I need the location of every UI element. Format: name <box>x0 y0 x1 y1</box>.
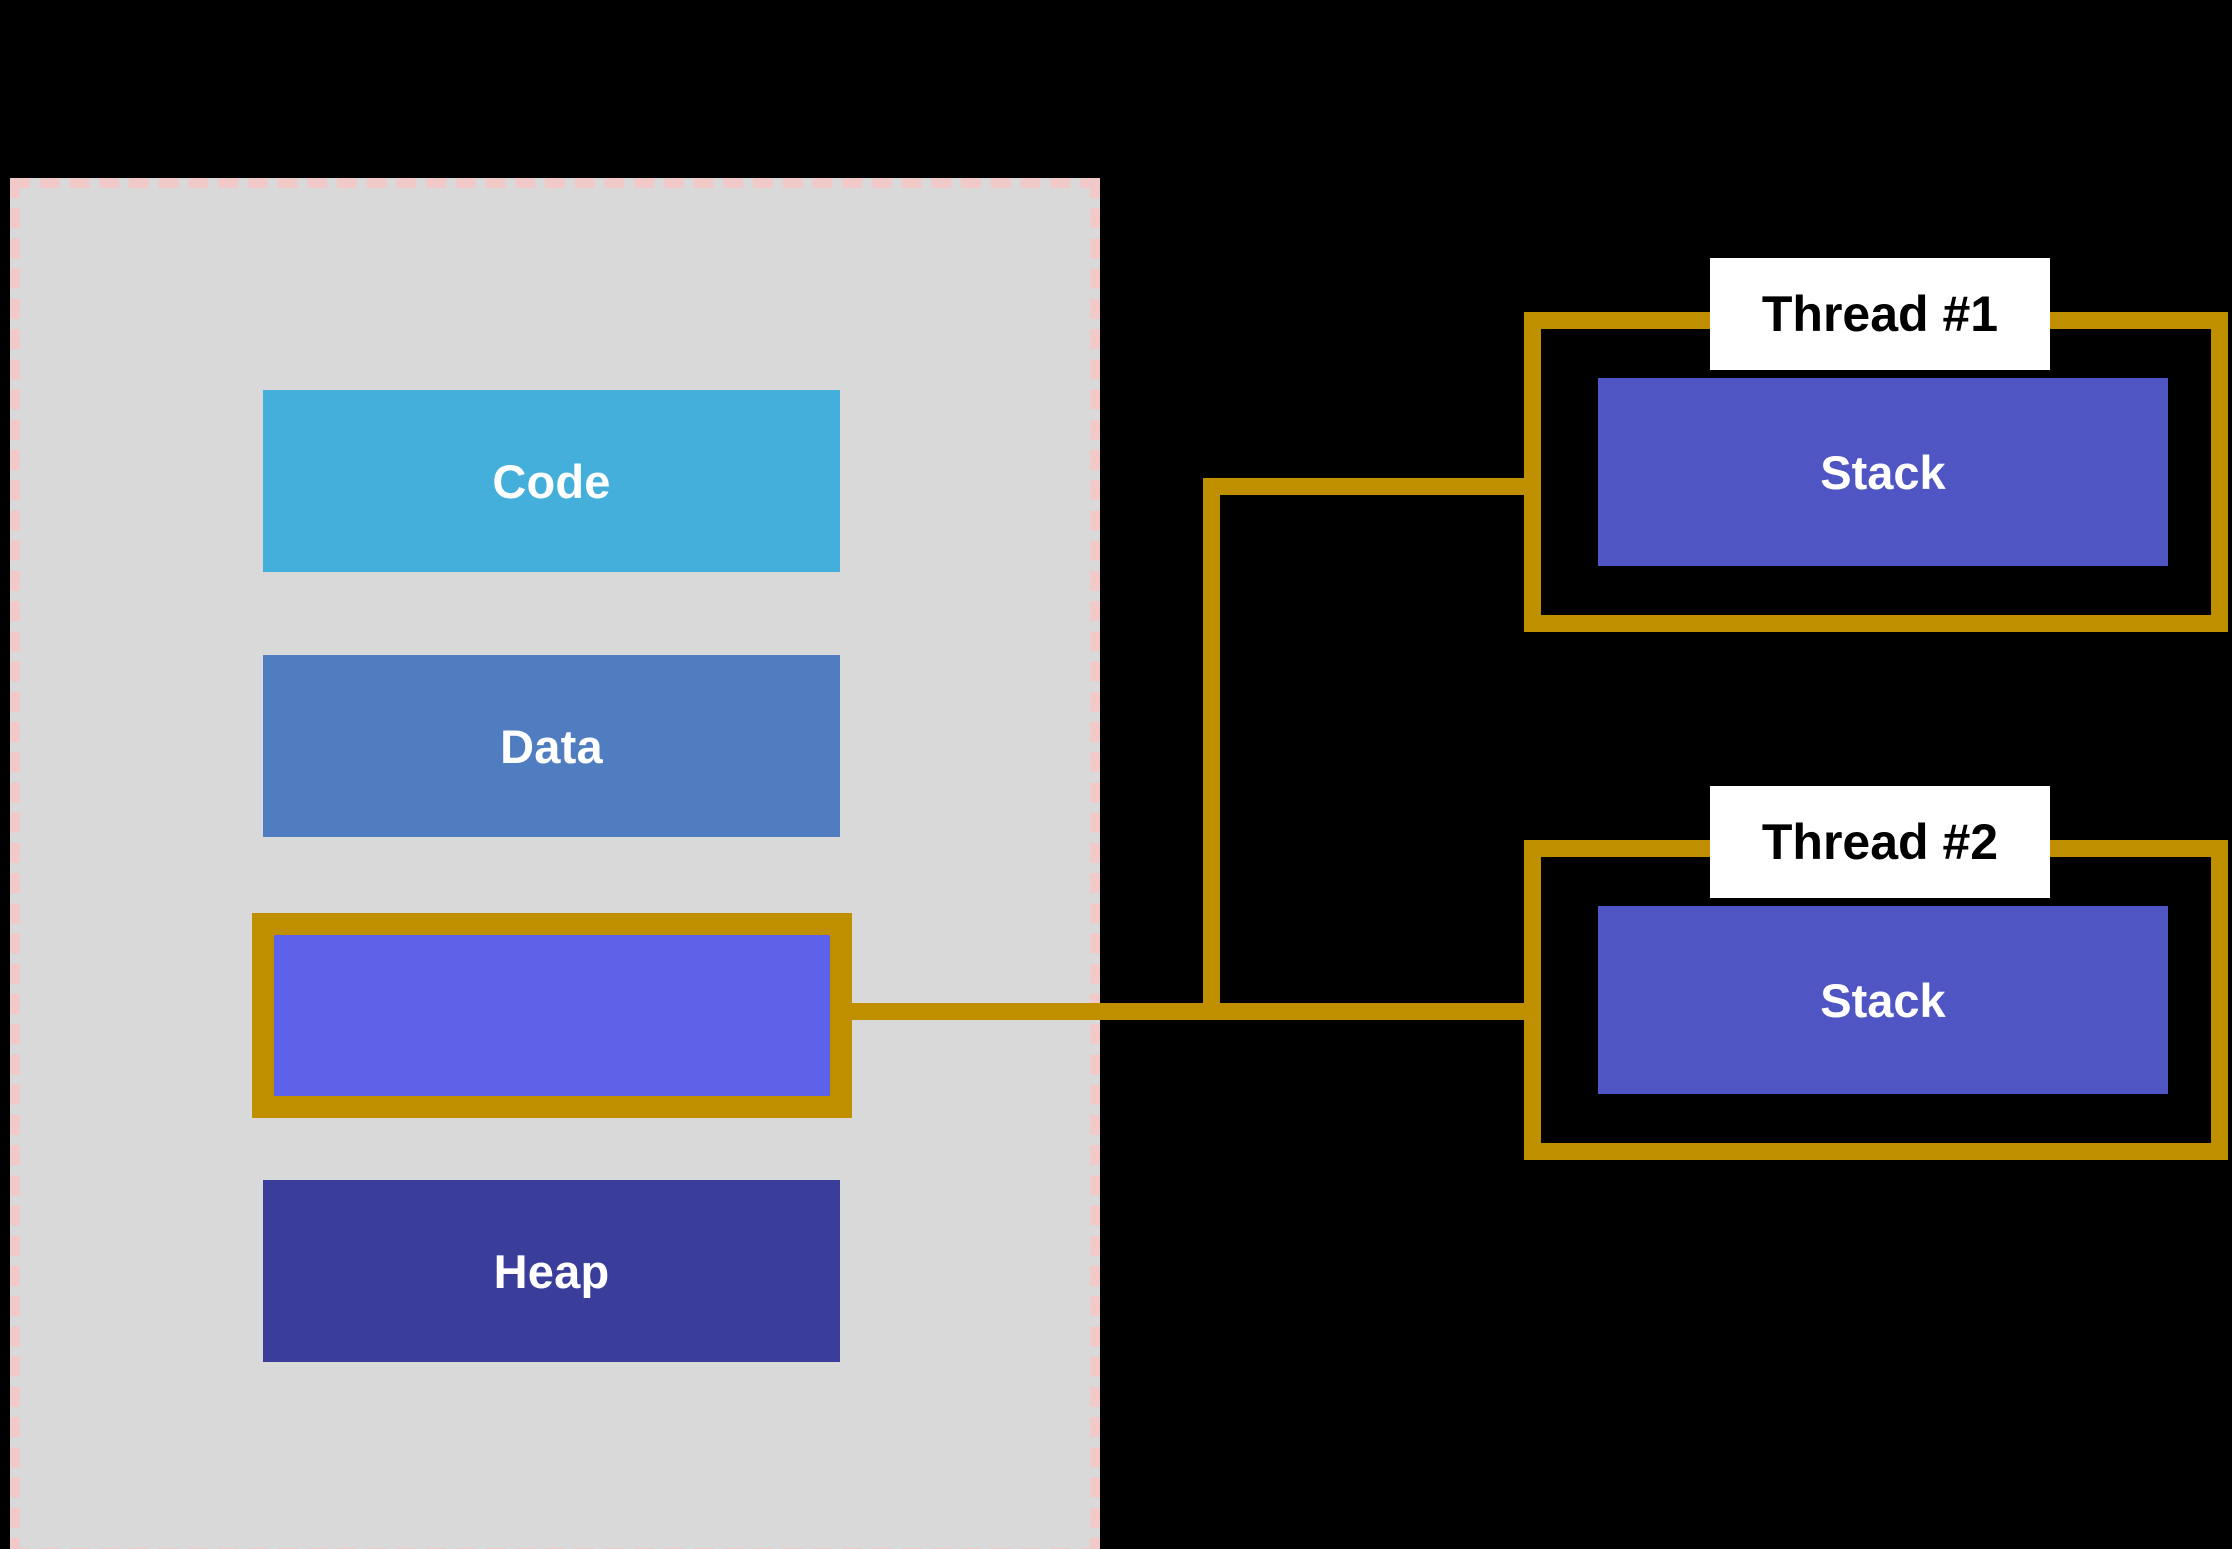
connector-stack-outgoing <box>845 1003 1211 1020</box>
thread-1-title: Thread #1 <box>1710 258 2050 370</box>
segment-heap-label: Heap <box>493 1244 610 1298</box>
thread-1-title-text: Thread #1 <box>1761 286 1999 342</box>
thread-2-stack-label: Stack <box>1820 973 1946 1027</box>
segment-stack-highlight-frame <box>252 913 852 1118</box>
thread-1-stack: Stack <box>1598 378 2168 566</box>
segment-code: Code <box>263 390 840 572</box>
connector-to-thread-2 <box>1203 1003 1533 1020</box>
thread-2-title-text: Thread #2 <box>1761 814 1999 870</box>
segment-data: Data <box>263 655 840 837</box>
connector-vertical-trunk <box>1203 478 1220 1020</box>
segment-code-label: Code <box>492 454 611 508</box>
thread-2-title: Thread #2 <box>1710 786 2050 898</box>
connector-to-thread-1 <box>1203 478 1533 495</box>
segment-heap: Heap <box>263 1180 840 1362</box>
thread-2-stack: Stack <box>1598 906 2168 1094</box>
thread-1-stack-label: Stack <box>1820 445 1946 499</box>
segment-data-label: Data <box>500 719 603 773</box>
segment-stack <box>274 935 830 1096</box>
